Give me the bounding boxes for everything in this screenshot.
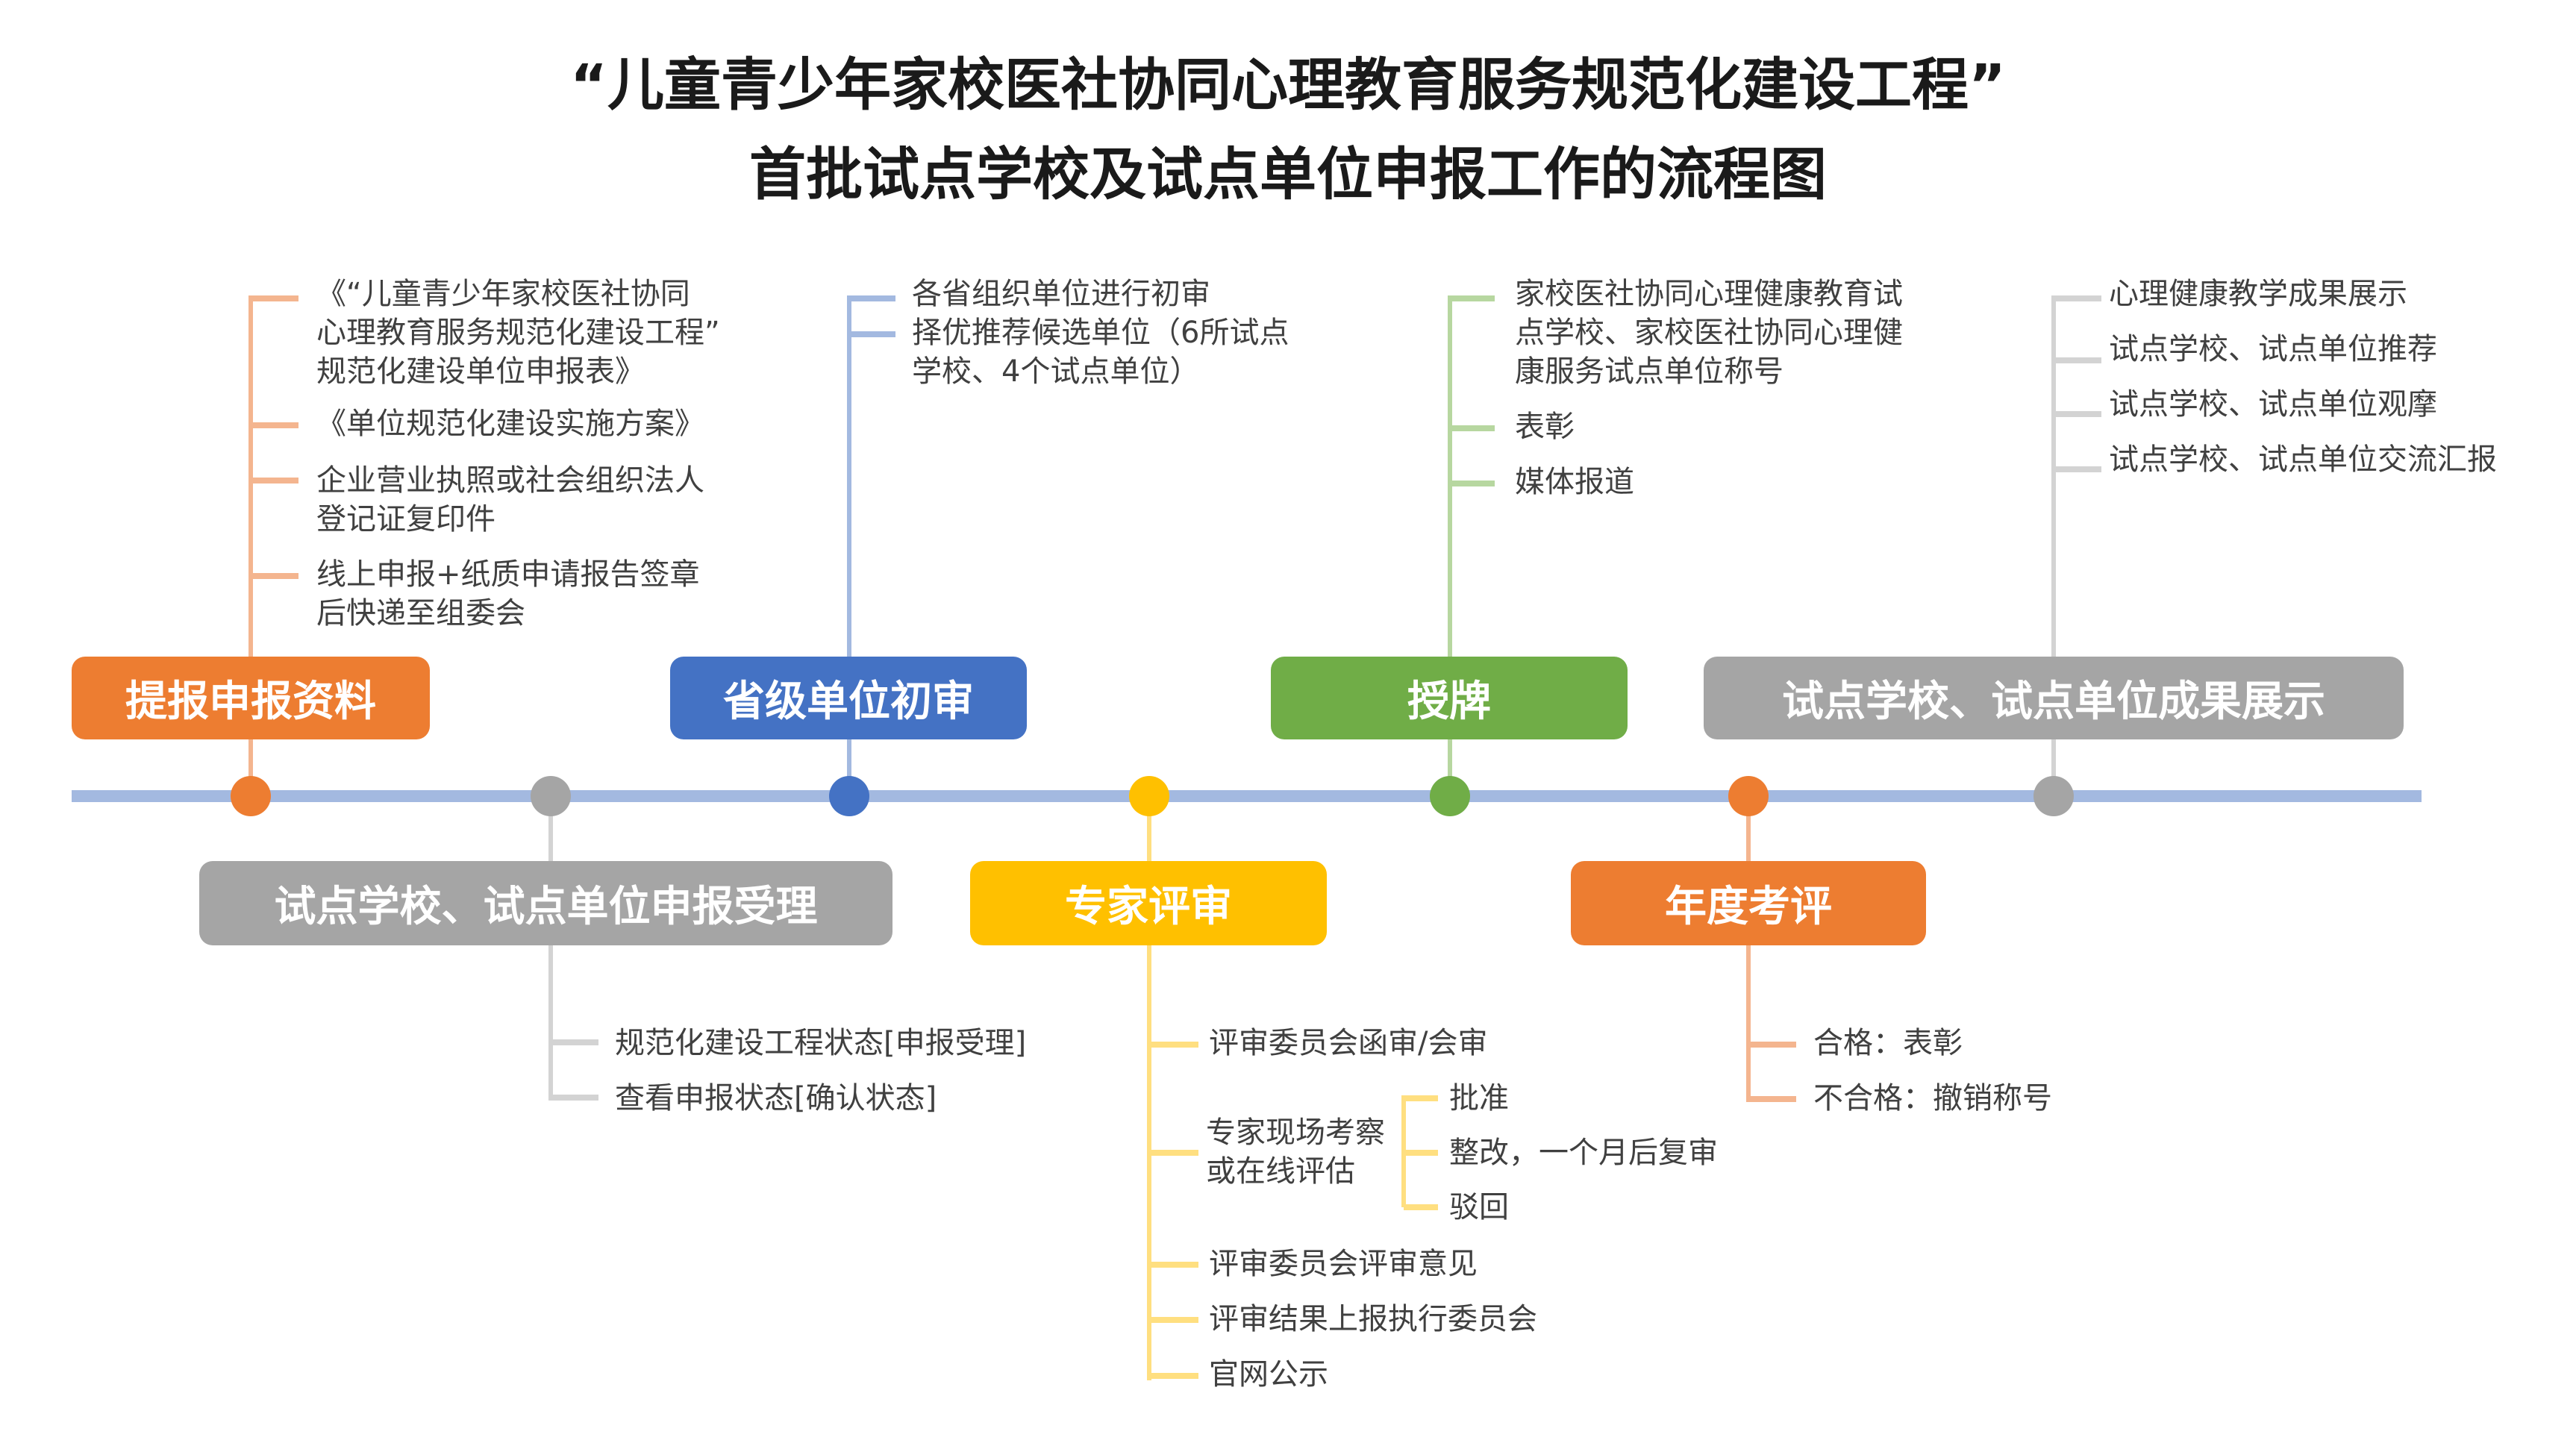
step1-connector [248,295,253,788]
step3-box[interactable]: 省级单位初审 [670,657,1027,739]
step1-item: 《单位规范化建设实施方案》 [316,407,704,441]
step4-item: 评审结果上报执行委员会 [1209,1302,1537,1336]
step1-box[interactable]: 提报申报资料 [72,657,430,739]
step2-item: 查看申报状态[确认状态] [615,1081,937,1115]
step6-connector [1746,798,1751,1102]
step7-connector [2051,295,2056,788]
step4-sub-branch [1404,1204,1438,1210]
step5-item: 家校医社协同心理健康教育试 点学校、家校医社协同心理健 康服务试点单位称号 [1515,277,1903,389]
step4-sub-item: 批准 [1449,1081,1509,1115]
step4-item: 官网公示 [1209,1357,1328,1392]
step2-box[interactable]: 试点学校、试点单位申报受理 [199,861,892,945]
step4-branch [1149,1262,1198,1268]
step5-branch [1450,295,1495,301]
step2-dot [531,776,571,816]
step6-branch [1748,1042,1796,1048]
step5-box[interactable]: 授牌 [1271,657,1628,739]
step3-branch [849,331,895,337]
step7-branch [2054,357,2101,363]
step7-item: 试点学校、试点单位交流汇报 [2109,442,2497,477]
step1-branch [251,295,298,301]
step3-connector [847,295,851,788]
step7-dot [2033,776,2074,816]
step7-item: 试点学校、试点单位观摩 [2109,387,2437,422]
step1-branch [251,422,298,428]
step6-branch [1748,1096,1796,1102]
step4-item: 专家现场考察 或在线评估 [1206,1115,1385,1189]
step6-dot [1728,776,1769,816]
step5-dot [1430,776,1470,816]
step4-box[interactable]: 专家评审 [970,861,1327,945]
step7-box[interactable]: 试点学校、试点单位成果展示 [1704,657,2404,739]
step4-item: 评审委员会评审意见 [1209,1247,1478,1281]
step7-item: 试点学校、试点单位推荐 [2109,332,2437,366]
step4-sub-item: 整改，一个月后复审 [1449,1136,1718,1170]
step4-branch [1149,1150,1198,1156]
step3-branch [849,295,895,301]
step4-connector [1147,798,1151,1380]
step7-branch [2054,411,2101,417]
step3-item: 择优推荐候选单位（6所试点 学校、4个试点单位） [912,316,1289,389]
step1-dot [231,776,271,816]
step2-branch [551,1039,598,1045]
step2-item: 规范化建设工程状态[申报受理] [615,1026,1027,1060]
step1-branch [251,478,298,483]
step7-branch [2054,295,2101,301]
step4-sub-item: 驳回 [1449,1190,1509,1224]
step3-dot [829,776,869,816]
step7-branch [2054,466,2101,472]
step4-branch [1149,1373,1198,1379]
step6-item: 合格：表彰 [1813,1026,1963,1060]
page-title-line-1: “儿童青少年家校医社协同心理教育服务规范化建设工程” [570,51,2006,118]
step3-item: 各省组织单位进行初审 [912,277,1210,311]
timeline-axis [72,790,2422,802]
step1-branch [251,573,298,579]
step4-branch [1149,1317,1198,1323]
step5-branch [1450,425,1495,431]
step2-connector [548,798,553,1101]
step4-item: 评审委员会函审/会审 [1209,1026,1488,1060]
step1-item: 线上申报+纸质申请报告签章 后快递至组委会 [316,557,700,630]
step6-box[interactable]: 年度考评 [1571,861,1926,945]
step5-branch [1450,481,1495,486]
step4-branch [1149,1042,1198,1048]
step5-item: 表彰 [1515,410,1575,444]
step2-branch [551,1095,598,1101]
step1-item: 企业营业执照或社会组织法人 登记证复印件 [316,463,704,536]
step4-dot [1129,776,1169,816]
step6-item: 不合格：撤销称号 [1813,1081,2052,1115]
page-title-line-2: 首批试点学校及试点单位申报工作的流程图 [749,141,1827,207]
step7-item: 心理健康教学成果展示 [2109,277,2407,311]
step1-item: 《“儿童青少年家校医社协同 心理教育服务规范化建设工程” 规范化建设单位申报表》 [316,277,720,389]
step5-connector [1448,295,1452,788]
step4-sub-branch [1404,1095,1438,1101]
step5-item: 媒体报道 [1515,465,1634,499]
step4-sub-branch [1404,1150,1438,1156]
